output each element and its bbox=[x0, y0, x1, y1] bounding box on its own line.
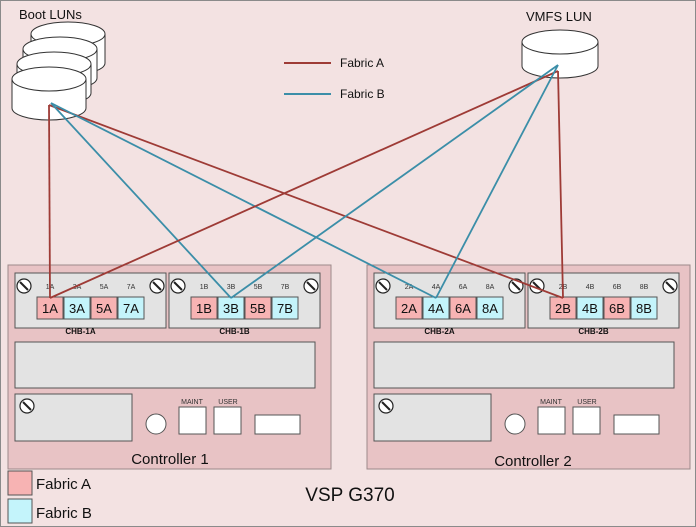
port-small-label: 1B bbox=[200, 284, 209, 291]
maint-port bbox=[178, 406, 207, 435]
port-label: 6B bbox=[609, 301, 625, 316]
fabric-b-link bbox=[50, 102, 232, 299]
port-label: 2A bbox=[401, 301, 417, 316]
screw-icon bbox=[303, 278, 319, 294]
port-box bbox=[117, 296, 145, 320]
fabric-b-link bbox=[435, 64, 559, 299]
port-small-label: 2A bbox=[405, 284, 414, 291]
port-box bbox=[244, 296, 272, 320]
blank-panel bbox=[14, 393, 133, 442]
port-box bbox=[395, 296, 423, 320]
fabric-a-line-label: Fabric A bbox=[340, 56, 384, 70]
port-small-label: 3A bbox=[73, 284, 82, 291]
box-legend: Fabric A Fabric B bbox=[7, 470, 92, 524]
fabric-a-link bbox=[48, 104, 564, 299]
storage-model-label: VSP G370 bbox=[305, 485, 394, 506]
maint-port bbox=[537, 406, 566, 435]
port-small-label: 7B bbox=[281, 284, 290, 291]
port-small-label: 4B bbox=[586, 284, 595, 291]
user-port bbox=[572, 406, 601, 435]
screw-icon bbox=[662, 278, 678, 294]
port-small-label: 5B bbox=[254, 284, 263, 291]
blank-panel bbox=[373, 393, 492, 442]
maint-label: MAINT bbox=[181, 399, 204, 406]
port-box bbox=[271, 296, 299, 320]
port-small-label: 4A bbox=[432, 284, 441, 291]
board-label: CHB-1A bbox=[65, 327, 95, 336]
vmfs-lun-label: VMFS LUN bbox=[526, 9, 592, 24]
port-box bbox=[576, 296, 604, 320]
port-small-label: 8A bbox=[486, 284, 495, 291]
screws bbox=[16, 278, 678, 414]
port-small-label: 5A bbox=[100, 284, 109, 291]
screw-icon bbox=[378, 398, 394, 414]
port-label: 8B bbox=[636, 301, 652, 316]
port-label: 4B bbox=[582, 301, 598, 316]
fabric-b-box-label: Fabric B bbox=[36, 505, 92, 522]
port-label: 1A bbox=[42, 301, 58, 316]
fabric-b-line-label: Fabric B bbox=[340, 87, 385, 101]
boot-luns bbox=[11, 21, 106, 121]
fabric-a-swatch bbox=[7, 470, 33, 496]
port-label: 5B bbox=[250, 301, 266, 316]
screw-icon bbox=[170, 278, 186, 294]
port-label: 3B bbox=[223, 301, 239, 316]
fabric-links bbox=[48, 64, 564, 299]
ports: 1A3A5A7A1A3A5A7ACHB-1A1B3B5B7B1B3B5B7BCH… bbox=[36, 284, 658, 336]
port-small-label: 7A bbox=[127, 284, 136, 291]
port-label: 7B bbox=[277, 301, 293, 316]
port-label: 8A bbox=[482, 301, 498, 316]
port-label: 7A bbox=[123, 301, 139, 316]
port-label: 4A bbox=[428, 301, 444, 316]
port-small-label: 6B bbox=[613, 284, 622, 291]
port-label: 5A bbox=[96, 301, 112, 316]
indicator-circle bbox=[504, 413, 526, 435]
port-box bbox=[63, 296, 91, 320]
indicator-circle bbox=[145, 413, 167, 435]
port-label: 3A bbox=[69, 301, 85, 316]
fabric-a-link bbox=[557, 70, 564, 299]
blank-panel bbox=[14, 341, 316, 389]
port-box bbox=[449, 296, 477, 320]
board-label: CHB-2A bbox=[424, 327, 454, 336]
slot-port bbox=[254, 414, 301, 435]
screw-icon bbox=[375, 278, 391, 294]
port-small-label: 8B bbox=[640, 284, 649, 291]
screw-icon bbox=[149, 278, 165, 294]
controller-label: Controller 1 bbox=[131, 451, 209, 468]
board-label: CHB-2B bbox=[578, 327, 608, 336]
controller-label: Controller 2 bbox=[494, 453, 572, 470]
port-label: 2B bbox=[555, 301, 571, 316]
vmfs-lun bbox=[521, 29, 599, 79]
user-port bbox=[213, 406, 242, 435]
fabric-a-link bbox=[48, 104, 51, 299]
fabric-a-link bbox=[49, 70, 559, 299]
port-box bbox=[603, 296, 631, 320]
port-box bbox=[630, 296, 658, 320]
blank-panel bbox=[373, 341, 675, 389]
fabric-a-box-label: Fabric A bbox=[36, 476, 91, 493]
controller-2: MAINT USER Controller 2 bbox=[366, 264, 691, 470]
port-box bbox=[190, 296, 218, 320]
port-box bbox=[476, 296, 504, 320]
port-label: 1B bbox=[196, 301, 212, 316]
port-label: 6A bbox=[455, 301, 471, 316]
fabric-b-link bbox=[50, 102, 437, 299]
slot-port bbox=[613, 414, 660, 435]
fabric-b-link bbox=[230, 64, 559, 299]
screw-icon bbox=[19, 398, 35, 414]
maint-label: MAINT bbox=[540, 399, 563, 406]
boot-luns-label: Boot LUNs bbox=[19, 7, 82, 22]
port-box bbox=[90, 296, 118, 320]
user-label: USER bbox=[577, 399, 596, 406]
port-small-label: 3B bbox=[227, 284, 236, 291]
port-small-label: 6A bbox=[459, 284, 468, 291]
fabric-b-swatch bbox=[7, 498, 33, 524]
line-legend: Fabric A Fabric B bbox=[284, 56, 385, 101]
screw-icon bbox=[16, 278, 32, 294]
user-label: USER bbox=[218, 399, 237, 406]
board-label: CHB-1B bbox=[219, 327, 249, 336]
